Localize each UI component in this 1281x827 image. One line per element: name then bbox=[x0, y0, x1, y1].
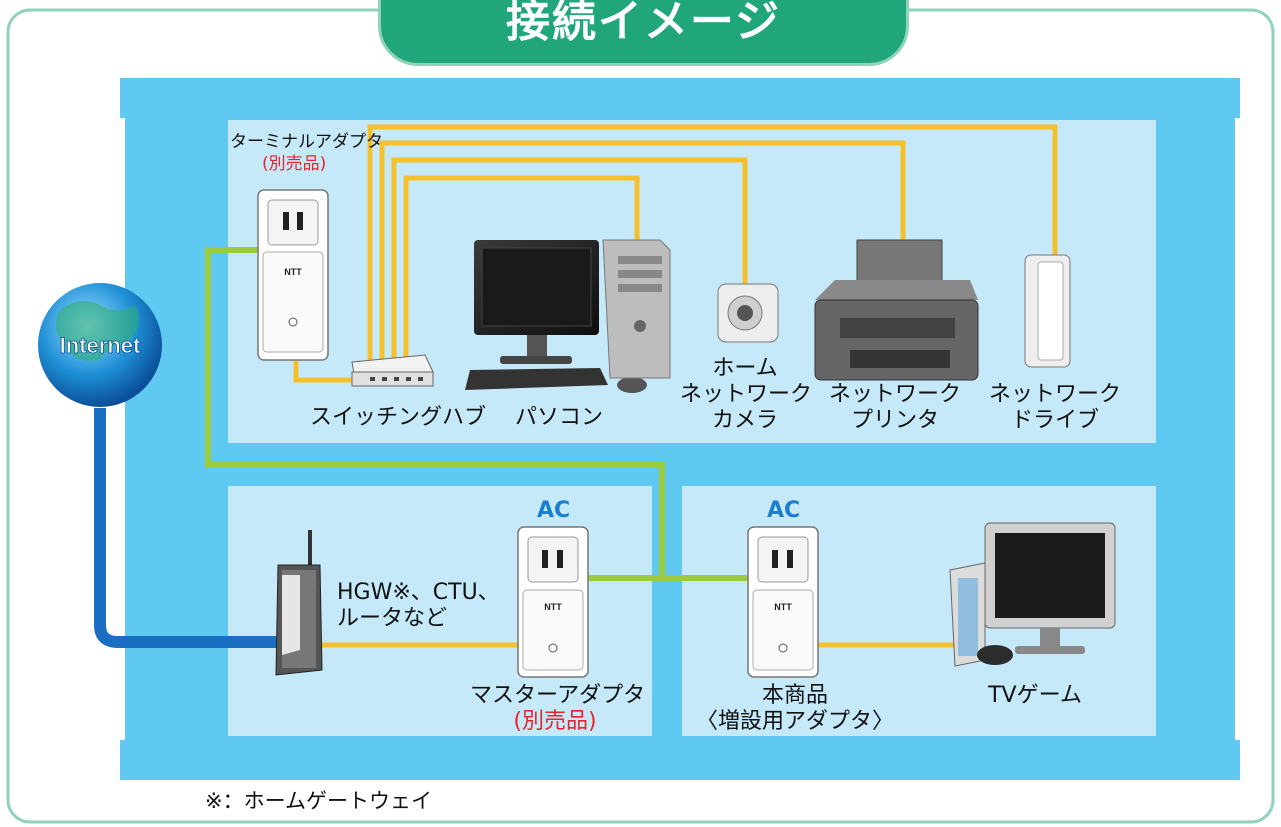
tv-game-label: TVゲーム bbox=[988, 683, 1082, 708]
switching-hub-label: スイッチングハブ bbox=[310, 405, 487, 430]
network-camera-device bbox=[717, 283, 779, 343]
footnote: ※：ホームゲートウェイ bbox=[205, 789, 432, 813]
master-adapter-device: NTT bbox=[517, 526, 589, 678]
pc-device bbox=[465, 239, 671, 393]
network-printer-device bbox=[814, 239, 979, 381]
wan-cable bbox=[94, 408, 282, 648]
switching-hub-device bbox=[351, 354, 434, 387]
hgw-label-line1: HGW※、CTU、 bbox=[337, 580, 500, 605]
master-adapter-label: マスターアダプタ bbox=[470, 683, 646, 708]
terminal-adapter-note: (別売品) bbox=[262, 154, 327, 174]
ac-label-master: AC bbox=[537, 498, 571, 523]
printer-label-line2: プリンタ bbox=[850, 408, 939, 433]
camera-label-line1: ホーム bbox=[712, 356, 778, 381]
adapter-brand: NTT bbox=[774, 602, 792, 612]
camera-label-line3: カメラ bbox=[711, 408, 778, 433]
internet-label: Internet bbox=[60, 333, 141, 358]
diagram-title: 接続イメージ bbox=[378, 0, 909, 66]
pc-label: パソコン bbox=[515, 405, 604, 430]
tv-game-device bbox=[949, 522, 1116, 667]
terminal-adapter-label: ターミナルアダプタ bbox=[230, 132, 383, 152]
this-product-label: 本商品 bbox=[761, 683, 828, 708]
internet-globe-icon: Internet bbox=[38, 283, 162, 407]
drive-label-line2: ドライブ bbox=[1010, 408, 1099, 433]
printer-label-line1: ネットワーク bbox=[828, 382, 961, 407]
plc-cable bbox=[205, 247, 748, 581]
hgw-router-device bbox=[275, 530, 323, 676]
adapter-brand: NTT bbox=[284, 267, 302, 277]
drive-label-line1: ネットワーク bbox=[988, 382, 1121, 407]
master-adapter-note: (別売品) bbox=[513, 709, 597, 734]
terminal-adapter-device: NTT bbox=[257, 189, 329, 361]
camera-label-line2: ネットワーク bbox=[680, 382, 813, 407]
this-product-note: 〈増設用アダプタ〉 bbox=[695, 709, 894, 734]
ac-label-product: AC bbox=[767, 498, 801, 523]
hgw-label-line2: ルータなど bbox=[337, 606, 448, 631]
adapter-brand: NTT bbox=[544, 602, 562, 612]
network-drive-device bbox=[1024, 254, 1071, 368]
this-product-adapter-device: NTT bbox=[747, 526, 819, 678]
